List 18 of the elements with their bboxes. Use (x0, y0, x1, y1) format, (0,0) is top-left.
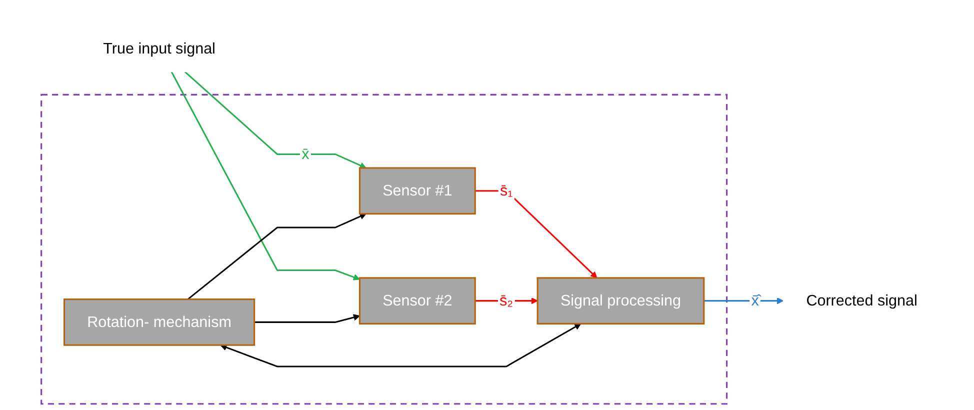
arrow (220, 323, 582, 368)
edge-label: s̄₁ (500, 182, 513, 200)
node-box: Signal processing (536, 277, 705, 324)
node-text: Corrected signal (806, 292, 918, 310)
node-box: Rotation- mechanism (63, 298, 256, 346)
node-box: Sensor #1 (358, 167, 476, 215)
cluster (40, 94, 728, 405)
arrow (184, 71, 366, 169)
edge-label: x̄̂ (751, 292, 759, 310)
arrow (704, 297, 784, 304)
node-box: Sensor #2 (358, 277, 476, 324)
edge-label: s̄₂ (500, 292, 514, 310)
arrow (254, 314, 360, 323)
arrow (475, 190, 598, 278)
node-text: True input signal (103, 40, 216, 58)
edge-label: x̄ (302, 146, 310, 163)
arrow (187, 213, 366, 300)
arrow (170, 71, 360, 280)
